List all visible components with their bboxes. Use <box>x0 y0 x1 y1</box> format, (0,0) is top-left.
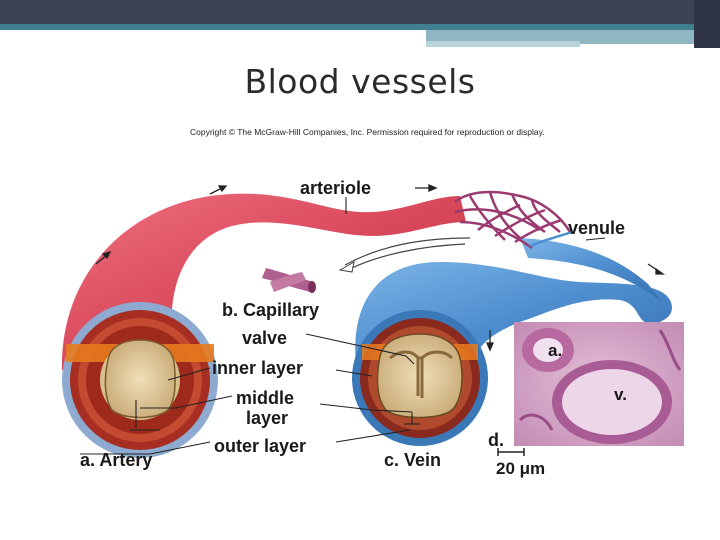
vein-cross-section <box>352 310 488 446</box>
label-vein: c. Vein <box>384 450 441 470</box>
label-micrograph-v: v. <box>614 385 627 404</box>
accent-bar <box>426 30 694 44</box>
venule-tube <box>520 238 662 302</box>
label-arteriole: arteriole <box>300 178 371 198</box>
artery-cross-section <box>62 302 218 458</box>
top-band <box>0 0 720 24</box>
label-venule: venule <box>568 218 625 238</box>
valve-flaps <box>389 350 454 398</box>
capillary-bed <box>454 190 572 250</box>
label-valve: valve <box>242 328 287 348</box>
capillary-segment <box>262 268 316 293</box>
label-micrograph-a: a. <box>548 341 562 360</box>
label-micrograph-d: d. <box>488 430 504 450</box>
label-outer-layer: outer layer <box>214 436 306 456</box>
label-capillary: b. Capillary <box>222 300 319 320</box>
leader-lines <box>80 197 606 455</box>
label-inner-layer: inner layer <box>212 358 303 378</box>
label-scale: 20 μm <box>496 459 545 478</box>
flow-arrows <box>95 184 666 352</box>
copyright-notice: Copyright © The McGraw-Hill Companies, I… <box>190 127 545 137</box>
label-artery: a. Artery <box>80 450 152 470</box>
top-band-corner <box>694 0 720 48</box>
label-middle-layer-2: layer <box>246 408 288 428</box>
slide-title: Blood vessels <box>244 62 476 101</box>
micrograph <box>514 322 684 446</box>
accent-line <box>0 24 694 30</box>
label-middle-layer-1: middle <box>236 388 294 408</box>
return-arrow <box>344 237 471 266</box>
accent-bar-secondary <box>426 41 580 47</box>
